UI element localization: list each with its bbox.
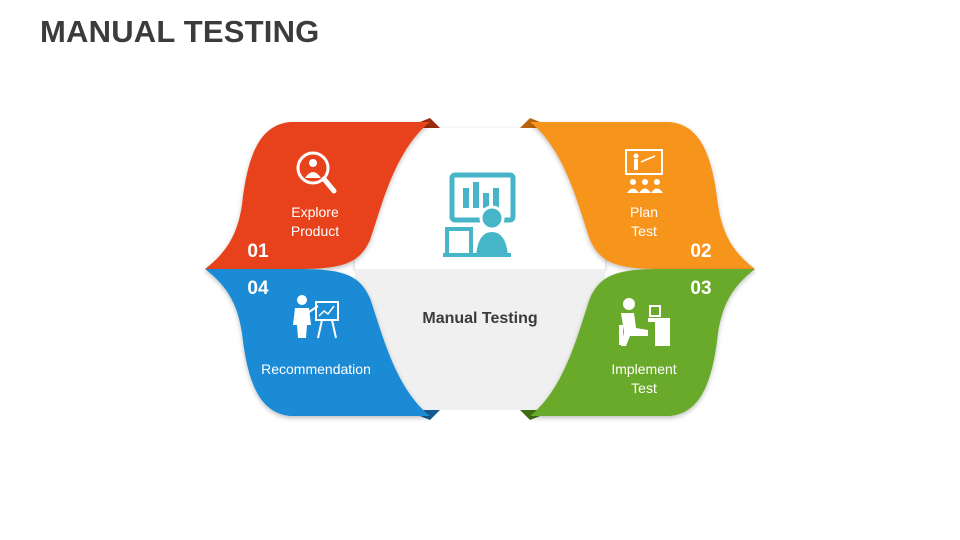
step-04-number: 04 [247,278,269,299]
presenter-board-icon [293,295,339,339]
step-02-number: 02 [690,241,711,262]
step-03-shape [530,269,755,416]
step-01-number: 01 [247,241,269,262]
step-02-plan-test: Plan Test 02 [530,122,755,269]
step-02-label-line2: Test [631,223,657,239]
step-03-label-line2: Test [631,380,657,396]
page-title: MANUAL TESTING [40,14,320,49]
step-01-label-line2: Product [291,223,339,239]
search-person-icon [296,151,337,194]
step-03-implement-test: Implement Test 03 [530,269,755,416]
presentation-person-icon [443,172,516,257]
step-01-shape [205,122,430,269]
step-01-explore-product: Explore Product 01 [205,122,430,269]
step-01-label-line1: Explore [291,204,339,220]
step-04-shape [205,269,430,416]
step-04-recommendation: Recommendation 04 [205,269,430,416]
step-03-label-line1: Implement [611,361,676,377]
step-02-shape [530,122,755,269]
step-03-number: 03 [690,278,711,299]
step-04-label-line1: Recommendation [261,361,371,377]
center-label: Manual Testing [422,310,537,327]
step-02-label-line1: Plan [630,204,658,220]
person-at-desk-icon [619,298,670,346]
presentation-audience-icon [625,149,663,193]
